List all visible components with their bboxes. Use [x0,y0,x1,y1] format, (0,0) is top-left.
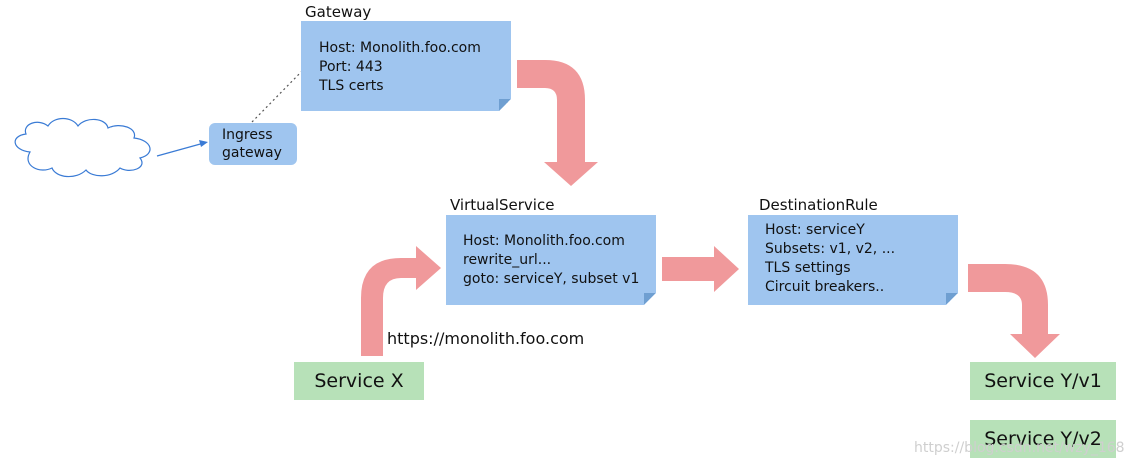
servicex-to-virtualservice-arrow [361,246,441,356]
cloud-to-ingress-arrow [156,140,208,157]
service-y-v1-box: Service Y/v1 [970,362,1116,400]
virtualservice-host-line: Host: Monolith.foo.com [463,233,625,249]
gateway-host-line: Host: Monolith.foo.com [319,40,481,56]
destinationrule-title: DestinationRule [759,196,878,214]
virtualservice-title: VirtualService [450,196,555,214]
ingress-line-2: gateway [222,145,282,161]
destinationrule-circuit-line: Circuit breakers.. [765,279,885,295]
destinationrule-tls-line: TLS settings [765,260,851,276]
gateway-title: Gateway [305,3,372,21]
destinationrule-host-line: Host: serviceY [765,222,865,238]
destinationrule-note: Host: serviceY Subsets: v1, v2, ... TLS … [748,215,958,305]
request-url-label: https://monolith.foo.com [387,329,585,348]
virtualservice-goto-line: goto: serviceY, subset v1 [463,271,640,287]
ingress-line-1: Ingress [222,127,273,143]
virtualservice-note: Host: Monolith.foo.com rewrite_url... go… [446,215,656,305]
ingress-gateway-dotted-line [251,66,307,123]
virtualservice-to-destinationrule-arrow [662,246,739,292]
watermark: https://blog.csdn.net/wzy_168 [914,440,1125,456]
virtualservice-rewrite-line: rewrite_url... [463,252,552,268]
ingress-gateway-box: Ingress gateway [209,123,297,165]
service-y-v2-box: Service Y/v2 [970,420,1116,458]
destinationrule-subsets-line: Subsets: v1, v2, ... [765,241,896,257]
gateway-port-line: Port: 443 [319,59,383,75]
destinationrule-to-servicey-arrow [968,264,1060,358]
gateway-to-virtualservice-arrow [517,60,598,186]
gateway-tls-line: TLS certs [319,78,384,94]
cloud-icon [14,117,151,178]
service-x-box: Service X [294,362,424,400]
gateway-note: Host: Monolith.foo.com Port: 443 TLS cer… [301,21,511,111]
